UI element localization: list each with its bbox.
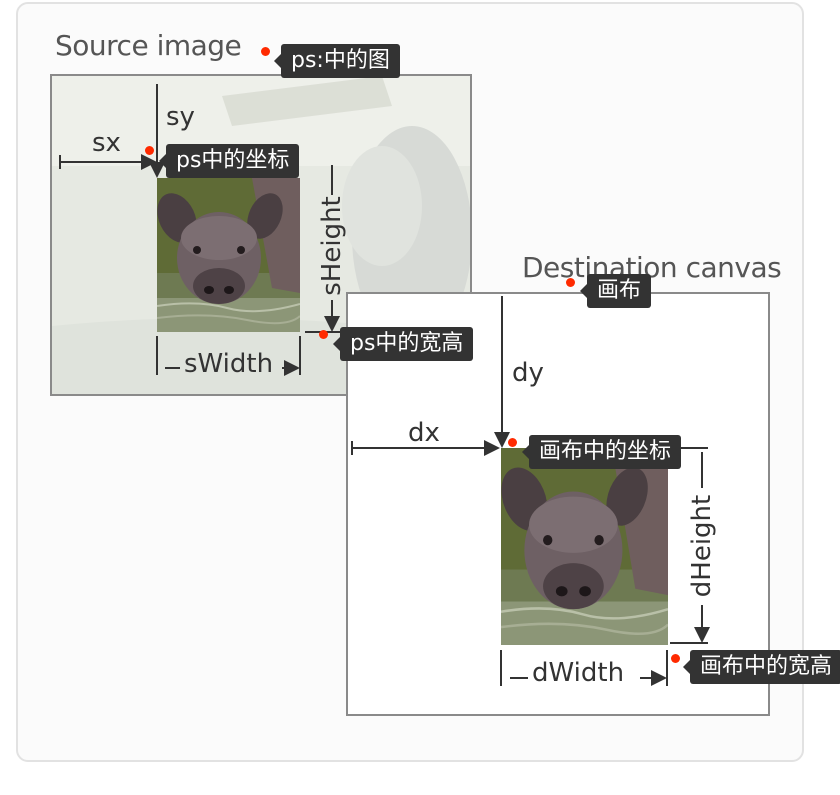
dx-label: dx <box>408 418 440 448</box>
source-image-title: Source image <box>55 29 242 62</box>
swidth-label: sWidth <box>184 349 274 379</box>
dheight-label: dHeight <box>687 494 717 598</box>
rhino-image <box>157 178 300 332</box>
annotation-canvas-coords: 画布中的坐标 <box>521 435 682 469</box>
dy-label: dy <box>512 358 544 388</box>
marker-dot <box>261 47 270 56</box>
annotation-source-coords: ps中的坐标 <box>158 144 300 178</box>
annotation-canvas-size: 画布中的宽高 <box>682 650 840 684</box>
sy-label: sy <box>166 102 195 132</box>
annotation-source-size: ps中的宽高 <box>332 327 474 361</box>
annotation-source-image: ps:中的图 <box>274 44 400 78</box>
annotation-canvas: 画布 <box>579 274 652 308</box>
marker-dot <box>145 146 154 155</box>
marker-dot <box>671 654 680 663</box>
sheight-label: sHeight <box>317 196 347 296</box>
marker-dot <box>319 330 328 339</box>
destination-rhino-image <box>501 448 668 645</box>
destination-canvas-title: Destination canvas <box>522 251 782 284</box>
marker-dot <box>508 438 517 447</box>
dwidth-label: dWidth <box>532 658 625 688</box>
rhino-image-scaled <box>501 448 668 645</box>
source-rhino-crop <box>157 178 300 332</box>
marker-dot <box>566 278 575 287</box>
sx-label: sx <box>92 128 121 158</box>
